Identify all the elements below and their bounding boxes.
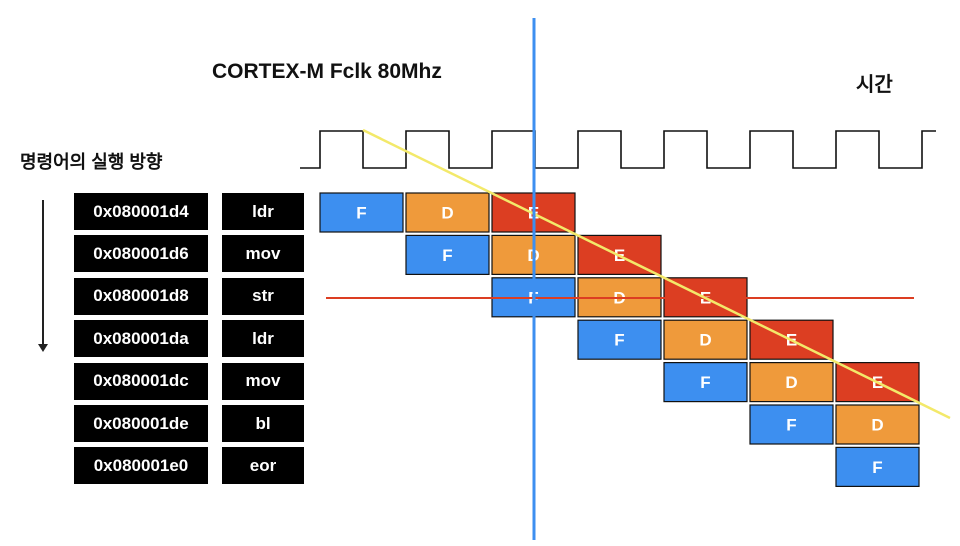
pipeline-stage-label: F <box>356 204 366 223</box>
pipeline-stage-box <box>749 404 834 445</box>
instruction-address: 0x080001d6 <box>74 235 208 273</box>
pipeline-stage-box <box>319 192 404 233</box>
pipeline-stage-box <box>835 446 920 487</box>
instruction-address: 0x080001d4 <box>74 193 208 230</box>
pipeline-stage-label: D <box>871 416 883 435</box>
instruction-mnemonic: bl <box>222 405 304 442</box>
pipeline-stage-label: F <box>614 331 624 350</box>
instruction-mnemonic: ldr <box>222 193 304 230</box>
pipeline-stage-label: F <box>872 458 882 477</box>
pipeline-stage-box <box>405 234 490 275</box>
pipeline-stage-box <box>663 319 748 360</box>
pipeline-stage-box <box>835 404 920 445</box>
instruction-address: 0x080001da <box>74 320 208 358</box>
pipeline-stage-label: D <box>785 373 797 392</box>
instruction-mnemonic: mov <box>222 362 304 400</box>
pipeline-stage-label: D <box>441 204 453 223</box>
instruction-mnemonic: mov <box>222 235 304 273</box>
time-axis-label: 시간 <box>856 74 893 96</box>
pipeline-stage-label: D <box>699 331 711 350</box>
clock-waveform <box>300 130 936 169</box>
instruction-mnemonic: str <box>222 277 304 315</box>
diagram-title: CORTEX-M Fclk 80Mhz <box>212 60 442 83</box>
pipeline-stage-label: F <box>442 246 452 265</box>
pipeline-stage-label: F <box>786 416 796 435</box>
pipeline-stage-box <box>749 362 834 403</box>
diagonal-execution-line <box>362 128 951 420</box>
instruction-address: 0x080001d8 <box>74 277 208 315</box>
instruction-address: 0x080001e0 <box>74 447 208 485</box>
pipeline-stage-box <box>663 362 748 403</box>
instruction-address: 0x080001dc <box>74 362 208 400</box>
instruction-mnemonic: eor <box>222 447 304 485</box>
instruction-address: 0x080001de <box>74 405 208 442</box>
instruction-mnemonic: ldr <box>222 320 304 358</box>
pipeline-stage-label: F <box>700 373 710 392</box>
direction-arrow-icon <box>38 200 48 352</box>
direction-label: 명령어의 실행 방향 <box>20 152 163 172</box>
pipeline-stage-box <box>405 192 490 233</box>
pipeline-stage-box <box>577 319 662 360</box>
